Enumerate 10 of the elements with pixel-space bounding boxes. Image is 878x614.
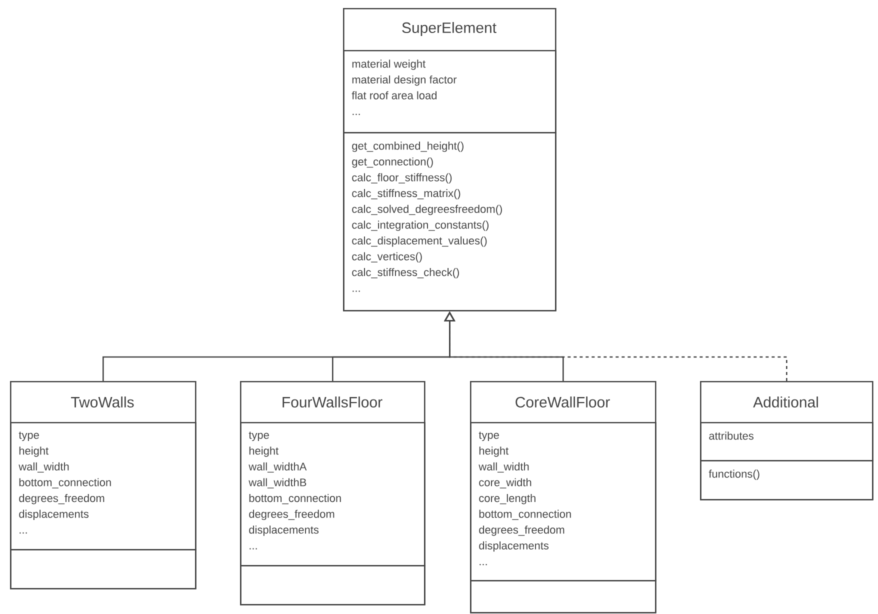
compartment: type height wall_width bottom_connection degrees_freedom displacements ... <box>10 422 196 550</box>
compartment <box>10 549 196 590</box>
compartment: material weight material design factor flat roof area load ... <box>343 50 556 134</box>
compartment: type height wall_width core_width core_length bottom_connection degrees_freedom displacements ... <box>470 422 656 582</box>
compartment <box>240 565 426 606</box>
compartment: functions() <box>700 460 874 500</box>
compartment: type height wall_widthA wall_widthB bottom_connection degrees_freedom displacements ... <box>240 422 426 566</box>
compartment <box>470 580 656 614</box>
compartment: get_combined_height() get_connection() calc_floor_stiffness() calc_stiffness_matrix() calc_solved_degreesfreedom() calc_integration_constants() calc_displacement_values() calc_vertices() calc_stiffness_check() ... <box>343 132 556 312</box>
compartment: attributes <box>700 422 874 462</box>
